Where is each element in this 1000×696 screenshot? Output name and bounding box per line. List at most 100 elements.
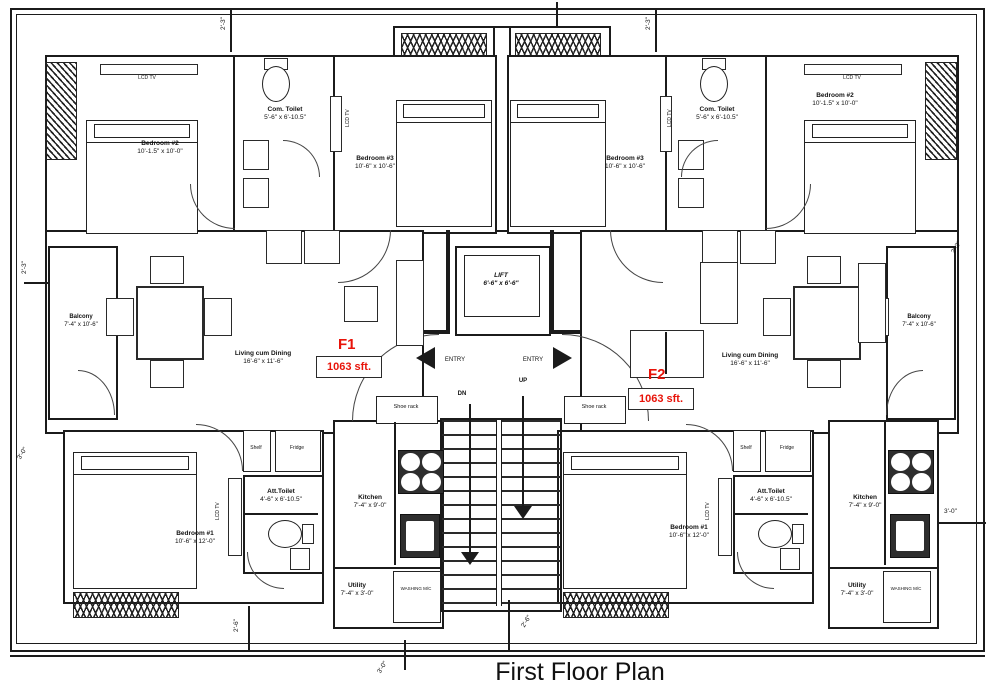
up-label: UP — [518, 378, 528, 384]
entry-f2-label: ENTRY — [522, 357, 544, 363]
washing-machine-f1-label: WASHING M/C — [400, 586, 432, 591]
wc-tank — [792, 524, 804, 544]
tv-cabinet-bedroom3-f2 — [660, 96, 672, 152]
window-bedroom1-f1 — [73, 592, 179, 618]
wash-basin — [290, 548, 310, 570]
sofa-side-f2 — [700, 262, 738, 324]
dining-chair — [763, 298, 791, 336]
lift-car — [464, 255, 540, 317]
dining-chair — [807, 256, 841, 284]
toilet-partition-f2 — [735, 513, 808, 515]
bed-bedroom1-f2 — [563, 452, 687, 589]
lcd-tv-label-bedroom3-f1: LCD TV — [344, 109, 351, 127]
dining-chair — [106, 298, 134, 336]
fridge-f2 — [765, 430, 811, 472]
dim-line — [230, 8, 232, 52]
sofa-single — [304, 230, 340, 264]
dim-text-right-lower: 3'-0" — [944, 508, 957, 515]
fridge-f1 — [275, 430, 321, 472]
tv-cabinet-bedroom2-f1 — [100, 64, 198, 75]
dining-chair — [150, 256, 184, 284]
tv-cabinet-bedroom2-f2 — [804, 64, 902, 75]
wc-icon-com-toilet-f2 — [700, 66, 728, 102]
wardrobe-hatch-f1 — [45, 62, 77, 160]
tv-cabinet-bedroom1-f2 — [718, 478, 732, 556]
fridge-f1-label: Fridge — [289, 445, 305, 451]
drawing-title: First Floor Plan — [495, 658, 665, 686]
shelf-f2 — [733, 430, 761, 472]
kitchen-counter-f1 — [394, 422, 396, 565]
sink-icon-f2 — [890, 514, 930, 558]
dim-line — [938, 522, 986, 524]
wash-basin — [678, 178, 704, 208]
fridge-f2-label: Fridge — [779, 445, 795, 451]
dim-line — [508, 600, 510, 650]
dim-text-top-right: 2'-3" — [644, 17, 652, 30]
lcd-tv-label-bedroom2-f2: LCD TV — [843, 75, 861, 81]
sofa-two-seater-f2 — [630, 330, 704, 378]
stair-dn-arrow-line — [469, 404, 471, 554]
bed-bedroom3-f2 — [510, 100, 606, 227]
flat-f2-id: F2 — [648, 366, 666, 383]
bed-bedroom1-f1 — [73, 452, 197, 589]
bed-bedroom3-f1 — [396, 100, 492, 227]
compound-wall-inner — [16, 14, 977, 644]
kitchen-counter-f2 — [884, 422, 886, 565]
shelf-f1-label: Shelf — [250, 445, 262, 451]
lobby-wall-right — [550, 230, 554, 334]
shelf-f1 — [243, 430, 271, 472]
washing-machine-f2-label: WASHING M/C — [890, 586, 922, 591]
dining-table-f2 — [793, 286, 861, 360]
lobby-wall-left-return — [418, 330, 450, 334]
wc-tank — [302, 524, 314, 544]
wash-basin — [243, 140, 269, 170]
dining-table-f1 — [136, 286, 204, 360]
lobby-wall-left — [446, 230, 450, 334]
bed-bedroom2-f2 — [804, 120, 916, 234]
stair-up-arrow-line — [522, 396, 524, 508]
dim-text-top-left: 2'-3" — [219, 17, 227, 30]
lcd-tv-label-bedroom1-f2: LCD TV — [704, 502, 711, 520]
wc-icon-att-toilet-f2 — [758, 520, 792, 548]
entry-f1-label: ENTRY — [444, 357, 466, 363]
wardrobe-hatch-f2 — [925, 62, 957, 160]
lcd-tv-label-bedroom3-f2: LCD TV — [666, 109, 673, 127]
shelf-f2-label: Shelf — [740, 445, 752, 451]
toilet-partition-f1 — [245, 513, 318, 515]
sofa-single — [740, 230, 776, 264]
wash-basin — [243, 178, 269, 208]
stair-dn-arrow-head — [461, 552, 479, 565]
dim-line — [24, 282, 50, 284]
dining-chair — [150, 360, 184, 388]
sink-icon-f1 — [400, 514, 440, 558]
ground-line — [10, 655, 985, 657]
dim-line — [248, 606, 250, 650]
flat-f1-id: F1 — [338, 336, 356, 353]
center-table-f1 — [344, 286, 378, 322]
dim-text-left-upper: 2'-3" — [20, 261, 28, 274]
dining-chair — [204, 298, 232, 336]
wc-icon-com-toilet-f1 — [262, 66, 290, 102]
lcd-tv-label-bedroom1-f1: LCD TV — [214, 502, 221, 520]
stove-icon-f2 — [888, 450, 934, 494]
sofa-long-f1 — [396, 260, 424, 346]
washing-machine-f1 — [393, 571, 441, 623]
lcd-tv-label-bedroom2-f1: LCD TV — [138, 75, 156, 81]
dim-text-bottom-left: 2'-6" — [232, 619, 240, 632]
dn-label: DN — [457, 391, 467, 397]
